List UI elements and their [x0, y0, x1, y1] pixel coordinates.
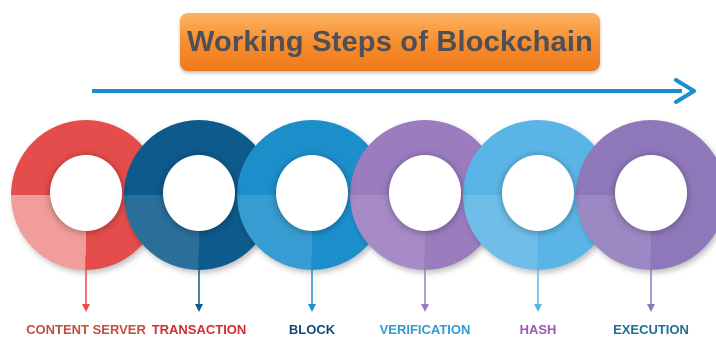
step-label-3: BLOCK [288, 322, 336, 337]
down-arrow-icon [421, 304, 429, 312]
step-label-1: CONTENT SERVER [26, 322, 146, 337]
step-hole-2 [163, 155, 235, 231]
title-banner: Working Steps of Blockchain [180, 13, 600, 71]
step-ring-sheen-5 [463, 195, 538, 270]
step-label-6: EXECUTION [613, 322, 689, 337]
step-ring-sheen-1 [11, 195, 86, 270]
down-arrow-icon [82, 304, 90, 312]
step-hole-6 [615, 155, 687, 231]
step-ring-sheen-4 [350, 195, 425, 270]
step-label-2: TRANSACTION [151, 322, 247, 337]
step-hole-5 [502, 155, 574, 231]
down-arrow-icon [647, 304, 655, 312]
step-label-5: HASH [519, 322, 557, 337]
step-ring-sheen-6 [576, 195, 651, 270]
flow-arrow [92, 78, 696, 104]
down-arrow-icon [308, 304, 316, 312]
step-hole-3 [276, 155, 348, 231]
step-hole-4 [389, 155, 461, 231]
step-label-4: VERIFICATION [379, 322, 471, 337]
step-ring-sheen-3 [237, 195, 312, 270]
step-ring-sheen-2 [124, 195, 199, 270]
right-arrow-icon [674, 78, 696, 104]
step-hole-1 [50, 155, 122, 231]
down-arrow-icon [195, 304, 203, 312]
page-title: Working Steps of Blockchain [186, 25, 594, 58]
down-arrow-icon [534, 304, 542, 312]
